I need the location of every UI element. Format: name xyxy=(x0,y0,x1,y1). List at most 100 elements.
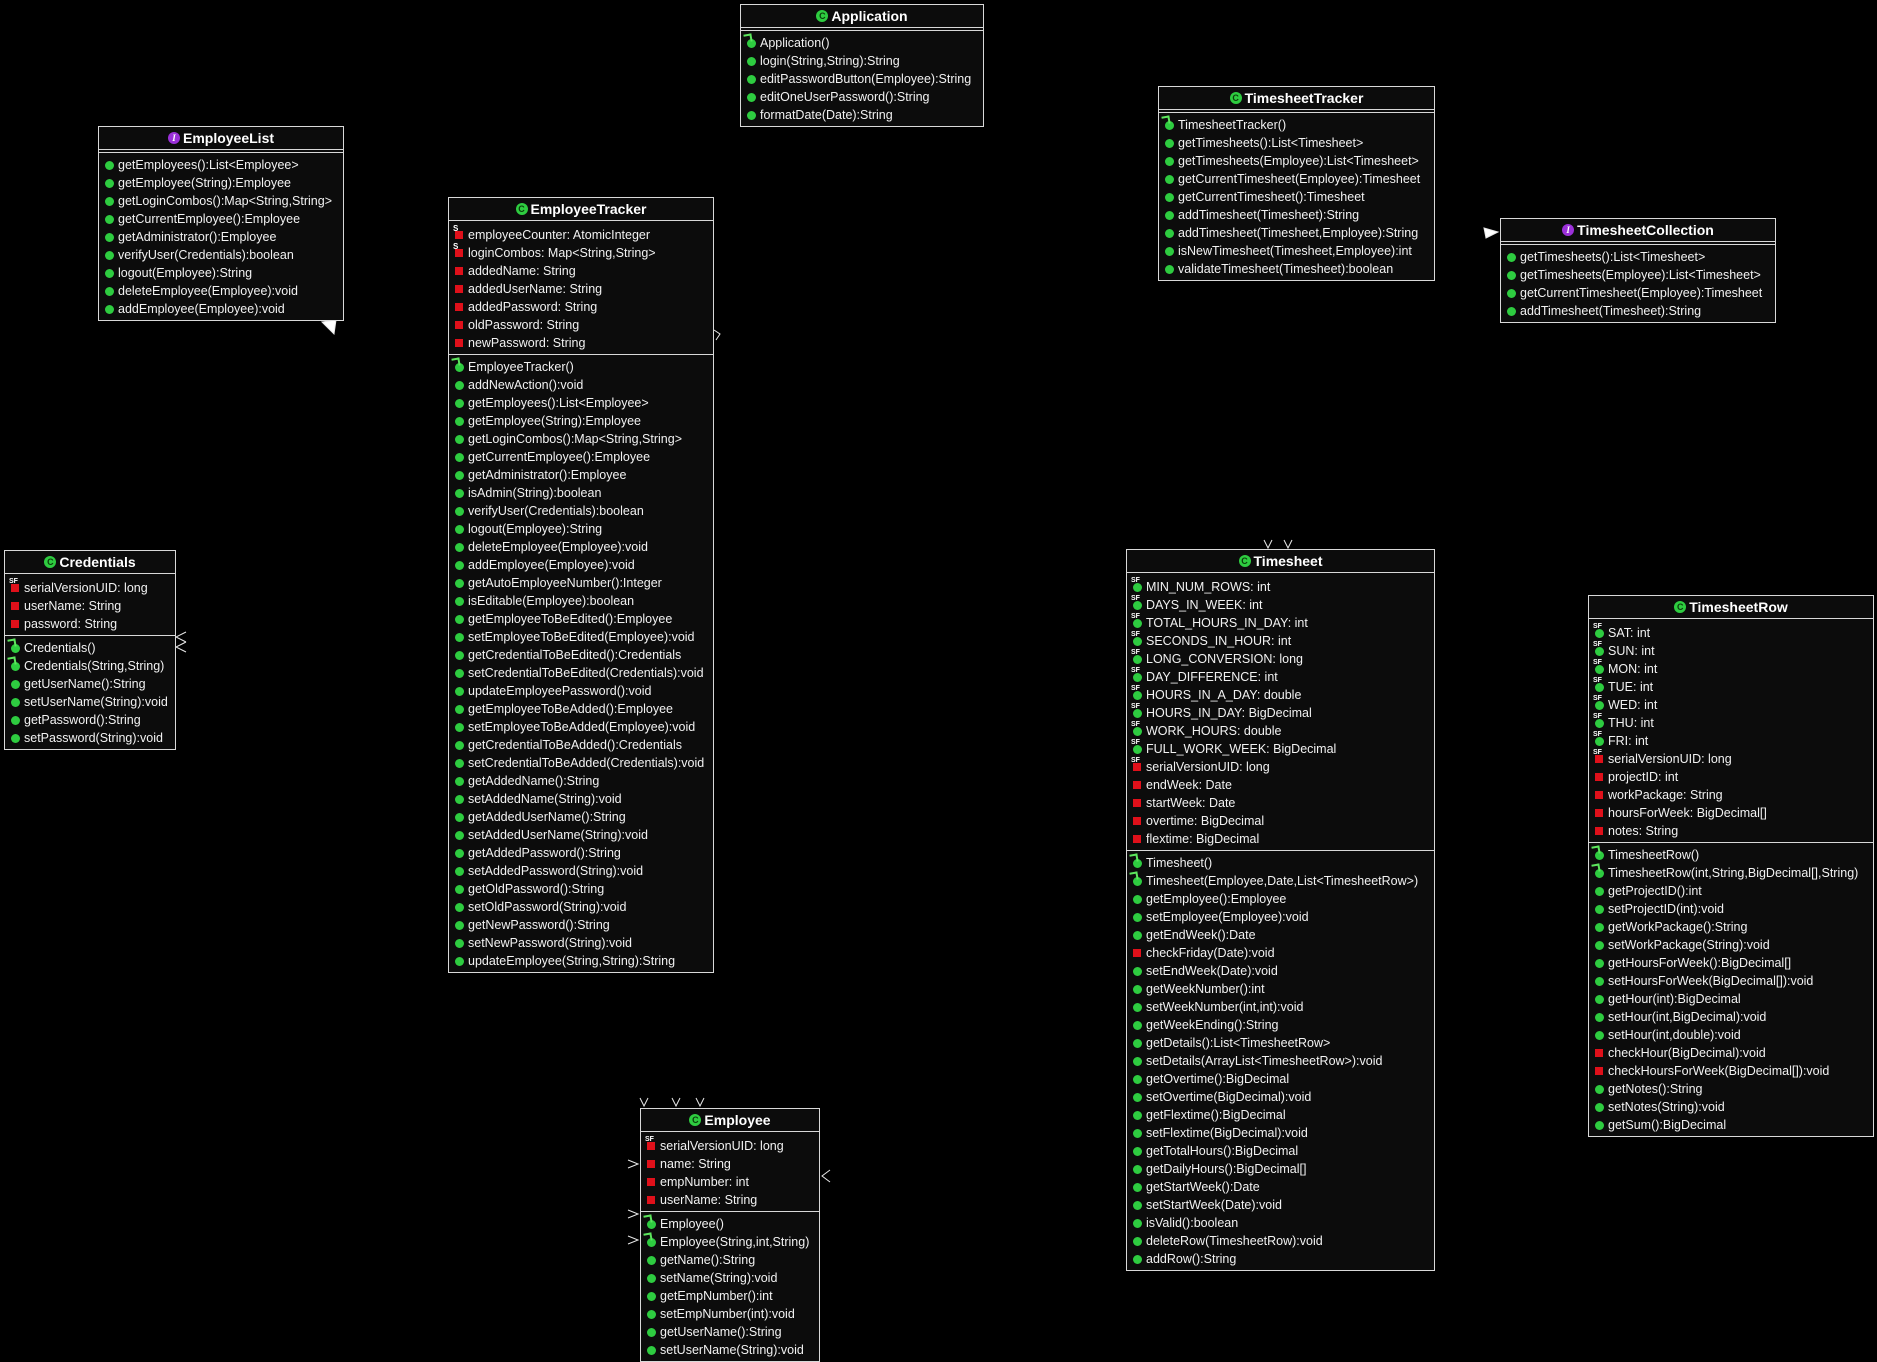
method-label: getCredentialToBeEdited():Credentials xyxy=(468,648,682,662)
method-label: isValid():boolean xyxy=(1146,1216,1239,1230)
field-row: projectID: int xyxy=(1589,768,1873,786)
public-member-icon xyxy=(1593,1101,1605,1113)
method-row: getCurrentEmployee():Employee xyxy=(99,210,343,228)
constructor-icon xyxy=(1129,871,1143,887)
public-member-icon xyxy=(9,696,21,708)
method-row: getCurrentTimesheet(Employee):Timesheet xyxy=(1501,284,1775,302)
constructor-icon xyxy=(7,638,21,654)
private-member-icon xyxy=(453,301,465,313)
field-label: userName: String xyxy=(24,599,122,613)
association-arrowhead xyxy=(627,1209,640,1219)
public-member-icon xyxy=(745,73,757,85)
method-label: updateEmployee(String,String):String xyxy=(468,954,676,968)
public-member-icon xyxy=(453,541,465,553)
method-row: addTimesheet(Timesheet):String xyxy=(1501,302,1775,320)
method-row: getCurrentEmployee():Employee xyxy=(449,448,713,466)
method-label: getWorkPackage():String xyxy=(1608,920,1748,934)
public-member-icon xyxy=(1163,137,1175,149)
public-member-icon xyxy=(1131,1109,1143,1121)
public-member-icon xyxy=(453,847,465,859)
method-row: getHoursForWeek():BigDecimal[] xyxy=(1589,954,1873,972)
private-member-icon xyxy=(1593,771,1605,783)
public-member-icon xyxy=(1131,1253,1143,1265)
method-label: setName(String):void xyxy=(660,1271,778,1285)
field-label: THU: int xyxy=(1608,716,1654,730)
method-row: setWeekNumber(int,int):void xyxy=(1127,998,1434,1016)
methods-section: getEmployees():List<Employee>getEmployee… xyxy=(99,152,343,320)
public-member-icon: S F xyxy=(1131,721,1143,737)
method-row: TimesheetRow(int,String,BigDecimal[],Str… xyxy=(1589,863,1873,882)
public-member-icon xyxy=(1131,1199,1143,1211)
method-label: setAddedUserName(String):void xyxy=(468,828,648,842)
field-label: HOURS_IN_A_DAY: double xyxy=(1146,688,1302,702)
field-label: WED: int xyxy=(1608,698,1658,712)
method-row: getAddedUserName():String xyxy=(449,808,713,826)
methods-section: TimesheetTracker()getTimesheets():List<T… xyxy=(1159,112,1434,280)
public-member-icon xyxy=(1163,209,1175,221)
method-label: setEndWeek(Date):void xyxy=(1146,964,1278,978)
method-label: getWeekEnding():String xyxy=(1146,1018,1279,1032)
private-member-icon: S xyxy=(453,225,465,241)
public-member-icon xyxy=(1131,1073,1143,1085)
field-label: endWeek: Date xyxy=(1146,778,1232,792)
field-label: notes: String xyxy=(1608,824,1679,838)
method-label: setDetails(ArrayList<TimesheetRow>):void xyxy=(1146,1054,1383,1068)
public-member-icon xyxy=(103,159,115,171)
public-member-icon xyxy=(645,1290,657,1302)
public-member-icon xyxy=(453,451,465,463)
method-row: getCredentialToBeEdited():Credentials xyxy=(449,646,713,664)
method-row: isValid():boolean xyxy=(1127,1214,1434,1232)
public-member-icon: S F xyxy=(1593,659,1605,675)
field-label: MON: int xyxy=(1608,662,1658,676)
method-row: setOvertime(BigDecimal):void xyxy=(1127,1088,1434,1106)
constructor-icon xyxy=(643,1232,657,1248)
realization-arrowhead xyxy=(1483,227,1500,239)
public-member-icon xyxy=(453,649,465,661)
field-label: projectID: int xyxy=(1608,770,1679,784)
method-label: getTotalHours():BigDecimal xyxy=(1146,1144,1299,1158)
public-member-icon xyxy=(453,523,465,535)
method-row: getTimesheets():List<Timesheet> xyxy=(1501,248,1775,266)
method-label: isNewTimesheet(Timesheet,Employee):int xyxy=(1178,244,1412,258)
method-row: getOvertime():BigDecimal xyxy=(1127,1070,1434,1088)
method-label: setCredentialToBeAdded(Credentials):void xyxy=(468,756,705,770)
public-member-icon xyxy=(1131,1145,1143,1157)
association-arrowhead xyxy=(713,329,721,341)
public-member-icon xyxy=(1131,929,1143,941)
method-label: getAddedPassword():String xyxy=(468,846,621,860)
method-label: getAddedUserName():String xyxy=(468,810,626,824)
method-row: logout(Employee):String xyxy=(99,264,343,282)
class-name: TimesheetCollection xyxy=(1577,222,1714,238)
public-member-icon xyxy=(453,901,465,913)
method-row: Credentials() xyxy=(5,638,175,657)
public-member-icon xyxy=(453,397,465,409)
public-member-icon: S F xyxy=(1593,623,1605,639)
field-row: addedName: String xyxy=(449,262,713,280)
private-member-icon: S xyxy=(453,243,465,259)
method-row: setNewPassword(String):void xyxy=(449,934,713,952)
method-label: Timesheet(Employee,Date,List<TimesheetRo… xyxy=(1146,874,1419,888)
field-row: name: String xyxy=(641,1155,819,1173)
method-label: setUserName(String):void xyxy=(660,1343,804,1357)
method-label: Employee() xyxy=(660,1217,724,1231)
method-label: validateTimesheet(Timesheet):boolean xyxy=(1178,262,1394,276)
method-row: updateEmployee(String,String):String xyxy=(449,952,713,970)
